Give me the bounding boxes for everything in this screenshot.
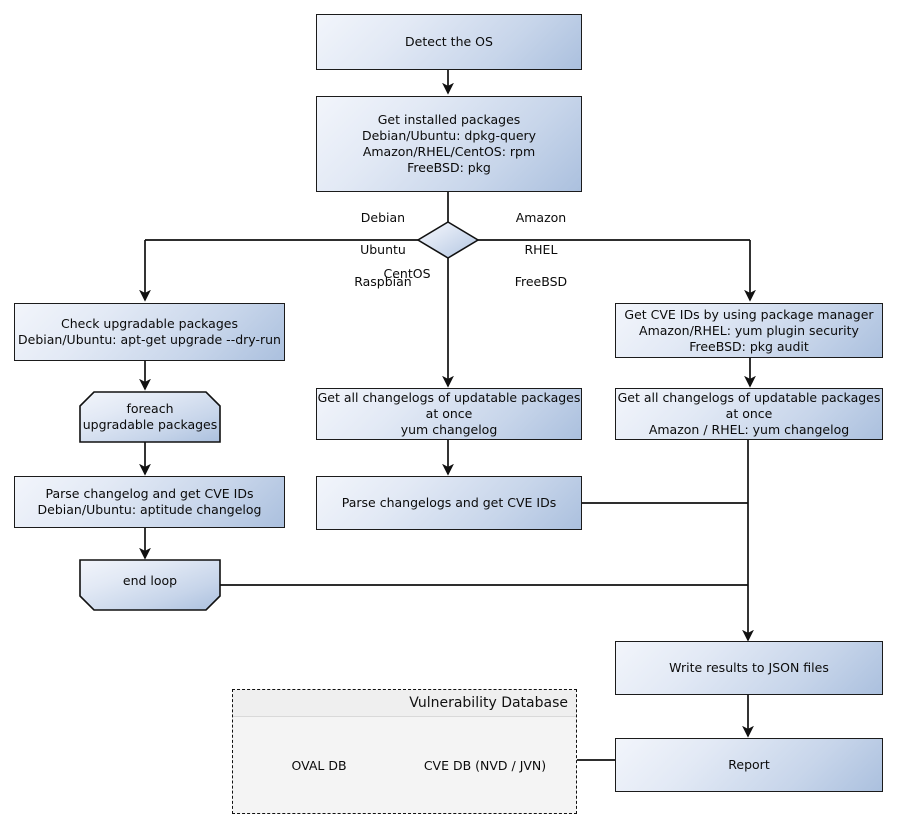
line-1: Get all changelogs of updatable packages… (317, 390, 581, 421)
node-write-results-json[interactable]: Write results to JSON files (615, 641, 883, 695)
node-parse-changelogs-center[interactable]: Parse changelogs and get CVE IDs (316, 476, 582, 530)
line-3: FreeBSD: pkg audit (689, 338, 809, 354)
db-label-cve: CVE DB (NVD / JVN) (414, 731, 556, 799)
group-header-bar (233, 690, 576, 717)
node-foreach-upgradable-packages[interactable]: foreach upgradable packages (80, 392, 220, 442)
edge-label-left-branch: Debian Ubuntu Raspbian (320, 194, 430, 306)
node-report[interactable]: Report (615, 738, 883, 792)
line-2: yum changelog (400, 422, 498, 437)
node-get-changelogs-center[interactable]: Get all changelogs of updatable packages… (316, 388, 582, 440)
node-get-changelogs-right[interactable]: Get all changelogs of updatable packages… (615, 388, 883, 440)
node-report-label: Report (728, 757, 770, 772)
foreach-loop-shape[interactable] (79, 391, 221, 443)
line-1: Parse changelog and get CVE IDs (45, 486, 254, 501)
end-loop-shape[interactable] (79, 559, 221, 611)
line-1: Get installed packages (377, 112, 521, 127)
node-foreach-label: foreach upgradable packages (80, 392, 220, 442)
line-1: Check upgradable packages (61, 316, 238, 331)
line-1: Get CVE IDs by using package manager (624, 306, 874, 322)
left-branch-line-3: Raspbian (354, 274, 412, 289)
node-check-upgradable-label: Check upgradable packages Debian/Ubuntu:… (18, 316, 281, 348)
node-check-upgradable[interactable]: Check upgradable packages Debian/Ubuntu:… (14, 303, 285, 361)
line-1: foreach (126, 401, 174, 416)
db-oval-label: OVAL DB (291, 757, 347, 773)
line-2: Debian/Ubuntu: dpkg-query (361, 128, 537, 143)
node-parse-changelogs-center-label: Parse changelogs and get CVE IDs (341, 495, 557, 510)
line-2: Amazon/RHEL: yum plugin security (639, 322, 859, 338)
node-get-changelogs-right-label: Get all changelogs of updatable packages… (616, 390, 882, 438)
node-get-cve-ids-package-manager[interactable]: Get CVE IDs by using package manager Ama… (615, 303, 883, 358)
decision-diamond[interactable] (416, 221, 480, 259)
db-cve-label: CVE DB (NVD / JVN) (423, 757, 547, 773)
node-get-cve-ids-package-manager-label: Get CVE IDs by using package manager Ama… (624, 307, 873, 355)
node-parse-changelog-left-label: Parse changelog and get CVE IDs Debian/U… (38, 486, 262, 518)
left-branch-line-1: Debian (360, 210, 406, 225)
node-end-loop[interactable]: end loop (80, 560, 220, 610)
right-branch-line-2: RHEL (524, 242, 558, 257)
edge-label-right-branch: Amazon RHEL FreeBSD (478, 194, 588, 306)
edge-label-center-branch: CentOS (383, 266, 431, 281)
line-1: Get all changelogs of updatable packages… (617, 390, 881, 421)
db-label-oval: OVAL DB (250, 731, 388, 799)
line-2: upgradable packages (82, 417, 218, 432)
node-parse-changelog-left[interactable]: Parse changelog and get CVE IDs Debian/U… (14, 476, 285, 528)
node-detect-os[interactable]: Detect the OS (316, 14, 582, 70)
vulnerability-database-group[interactable]: Vulnerability Database (232, 689, 577, 814)
node-detect-os-label: Detect the OS (405, 34, 493, 49)
node-get-installed-packages-label: Get installed packages Debian/Ubuntu: dp… (362, 112, 536, 176)
line-2: Amazon / RHEL: yum changelog (648, 422, 850, 437)
node-get-installed-packages[interactable]: Get installed packages Debian/Ubuntu: dp… (316, 96, 582, 192)
left-branch-line-2: Ubuntu (360, 242, 406, 257)
node-write-results-json-label: Write results to JSON files (669, 660, 829, 675)
node-end-loop-label: end loop (122, 573, 178, 588)
group-title: Vulnerability Database (409, 695, 568, 711)
line-4: FreeBSD: pkg (407, 160, 491, 175)
node-get-changelogs-center-label: Get all changelogs of updatable packages… (317, 390, 581, 438)
line-2: Debian/Ubuntu: aptitude changelog (37, 502, 262, 517)
right-branch-line-3: FreeBSD (514, 274, 568, 289)
right-branch-line-1: Amazon (515, 210, 567, 225)
line-3: Amazon/RHEL/CentOS: rpm (362, 144, 536, 159)
line-2: Debian/Ubuntu: apt-get upgrade --dry-run (18, 332, 281, 347)
